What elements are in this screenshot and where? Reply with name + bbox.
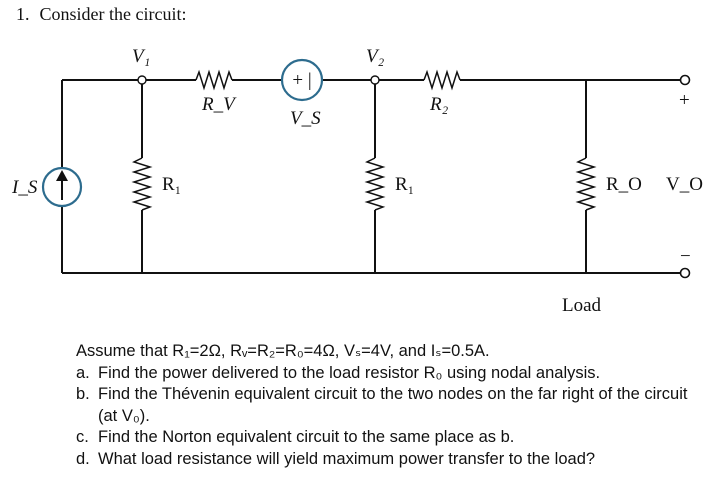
output-terminal-positive	[679, 74, 691, 86]
label-minus: −	[680, 246, 691, 267]
label-plus: +	[679, 90, 690, 111]
question-letter: c.	[76, 428, 89, 446]
question-text: Find the Thévenin equivalent circuit to …	[98, 385, 688, 425]
label-vs: V_S	[290, 108, 321, 129]
label-r1-mid: R₁	[395, 174, 414, 195]
label-is: I_S	[11, 177, 38, 198]
vs-polarity-symbol: + |	[292, 70, 311, 91]
voltage-source-vs	[280, 58, 324, 102]
arrow-up-icon	[56, 170, 68, 200]
question-a: a. Find the power delivered to the load …	[76, 363, 696, 385]
resistor-r2	[423, 69, 461, 91]
label-vo: V_O	[666, 174, 703, 195]
assumption-text: Assume that R₁=2Ω, Rᵥ=R₂=R₀=4Ω, Vₛ=4V, a…	[76, 342, 490, 360]
circuit-wires	[61, 79, 681, 274]
output-terminal-negative	[679, 267, 691, 279]
label-v2: V₂	[366, 46, 385, 67]
question-text: Find the Norton equivalent circuit to th…	[98, 428, 515, 446]
label-rv: R_V	[201, 94, 237, 115]
resistor-rv	[195, 69, 233, 91]
node-v1	[137, 75, 147, 85]
question-text: What load resistance will yield maximum …	[98, 449, 596, 468]
question-list: a. Find the power delivered to the load …	[76, 363, 696, 471]
node-v2	[370, 75, 380, 85]
question-b: b. Find the Thévenin equivalent circuit …	[76, 384, 696, 427]
label-load: Load	[562, 295, 602, 316]
resistor-r1-mid	[364, 157, 386, 211]
circuit-diagram: + | V₁ V₂ R_V V_S R₂ I_S R₁ R₁ R_O V_O +…	[11, 46, 703, 316]
label-r1-left: R₁	[162, 174, 181, 195]
question-d: d. What load resistance will yield maxim…	[76, 449, 696, 471]
question-text: Find the power delivered to the load res…	[98, 363, 601, 382]
problem-number: 1.	[16, 4, 30, 24]
question-letter: d.	[76, 449, 90, 468]
label-ro: R_O	[606, 174, 642, 195]
label-r2: R₂	[429, 94, 449, 115]
question-letter: a.	[76, 363, 90, 382]
label-v1: V₁	[132, 46, 150, 67]
question-c: c. Find the Norton equivalent circuit to…	[76, 427, 696, 449]
problem-title: Consider the circuit:	[39, 4, 187, 24]
resistor-ro	[575, 157, 597, 211]
question-letter: b.	[76, 385, 90, 403]
problem-heading: 1. Consider the circuit:	[16, 4, 186, 25]
question-block: Assume that R₁=2Ω, Rᵥ=R₂=R₀=4Ω, Vₛ=4V, a…	[76, 341, 696, 470]
resistor-r1-left	[131, 157, 153, 211]
